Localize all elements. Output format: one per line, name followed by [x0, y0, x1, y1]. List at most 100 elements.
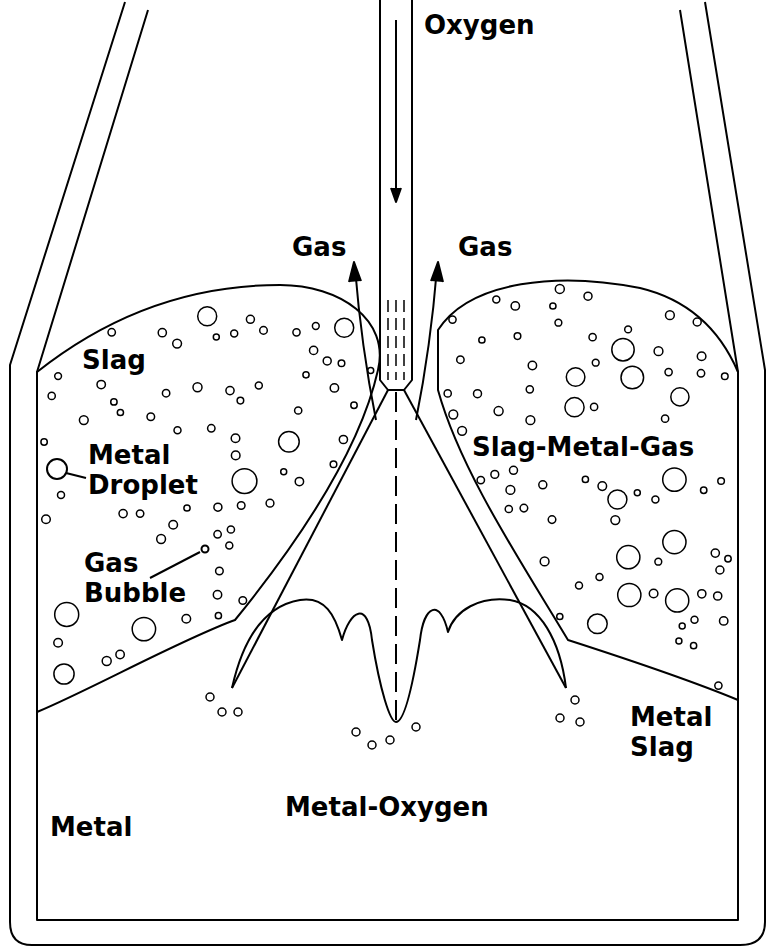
- gas-bubble: [227, 526, 234, 533]
- metal-droplet: [621, 366, 644, 389]
- gas-bubble: [147, 413, 155, 421]
- gas-bubble: [655, 558, 662, 565]
- gas-bubble: [457, 356, 464, 363]
- gas-bubble: [237, 397, 244, 404]
- gas-bubble: [158, 329, 166, 337]
- gas-bubble: [231, 451, 240, 460]
- metal-droplet: [612, 339, 634, 361]
- gas-bubble: [596, 574, 603, 581]
- vessel-outer: [10, 2, 765, 945]
- gas-bubble: [330, 461, 337, 468]
- interface-label: Metal Slag: [630, 702, 725, 762]
- gas-bubble: [697, 352, 706, 361]
- gas-bubble: [202, 546, 209, 553]
- metal-droplet: [55, 602, 79, 626]
- gas-bubble: [323, 357, 331, 365]
- gas-bubble: [722, 373, 729, 380]
- gas-bubble: [474, 390, 482, 398]
- gas-bubble: [117, 409, 123, 415]
- gas-bubble: [494, 407, 503, 416]
- gas-bubble: [266, 499, 274, 507]
- metal-droplet: [663, 531, 686, 554]
- callout-label: Gas Bubble: [84, 548, 184, 608]
- gas-bubble: [582, 476, 588, 482]
- gas-bubble: [182, 614, 191, 623]
- metal-droplet: [279, 432, 300, 453]
- jet-cavity: [232, 599, 566, 722]
- gas-bubble: [449, 316, 456, 323]
- gas-bubble: [351, 402, 357, 408]
- gas-bubble: [718, 478, 725, 485]
- gas-bubble: [231, 330, 238, 337]
- gas-bubble: [548, 516, 556, 524]
- gas-bubble: [42, 515, 51, 524]
- gas-bubbles: [206, 693, 584, 749]
- metal-droplet: [54, 664, 74, 684]
- gas-bubble: [193, 383, 202, 392]
- gas-bubble: [312, 323, 319, 330]
- gas-bubble: [491, 471, 499, 479]
- slag-region-right: [438, 281, 738, 700]
- gas-bubble: [226, 387, 234, 395]
- metal-droplet: [617, 546, 640, 569]
- slag-region-left: [37, 285, 380, 712]
- gas-bubble: [697, 370, 704, 377]
- metal-droplet: [565, 398, 584, 417]
- gas-bubble: [111, 399, 117, 405]
- gas-bubble: [652, 496, 659, 503]
- gas-bubble: [589, 334, 596, 341]
- gas-bubble: [215, 613, 221, 619]
- gas-bubble: [281, 469, 287, 475]
- metal-droplet: [132, 617, 155, 640]
- gas-bubble: [676, 638, 682, 644]
- metal-droplet: [671, 388, 689, 406]
- metal-droplet: [666, 589, 689, 612]
- gas-bubble: [458, 426, 467, 435]
- gas-bubble: [226, 542, 233, 549]
- gas-bubble: [510, 466, 518, 474]
- gas-bubble: [41, 439, 47, 445]
- gas-bubble: [714, 592, 722, 600]
- gas-bubble: [477, 476, 484, 483]
- gas-bubble: [214, 531, 221, 538]
- gas-bubble: [368, 368, 374, 374]
- metal-droplet: [608, 490, 627, 509]
- gas-bubble: [555, 284, 564, 293]
- gas-bubble: [514, 333, 521, 340]
- gas-bubble: [634, 490, 640, 496]
- region-label: Metal-Oxygen: [285, 792, 489, 822]
- gas-bubble: [493, 296, 500, 303]
- gas-bubble: [255, 382, 262, 389]
- region-label: Metal: [50, 812, 132, 842]
- gas-bubble: [174, 427, 181, 434]
- gas-bubble: [216, 567, 224, 575]
- gas-bubble: [576, 582, 583, 589]
- gas-bubble: [691, 643, 697, 649]
- gas-bubble: [625, 326, 632, 333]
- gas-bubble: [330, 384, 338, 392]
- gas-bubble: [592, 359, 599, 366]
- jet-line: [232, 390, 388, 688]
- gas-bubble: [246, 315, 254, 323]
- gas-bubble: [136, 510, 143, 517]
- metal-droplet: [566, 368, 585, 387]
- gas-bubble: [339, 435, 347, 443]
- vessel-inner: [37, 10, 738, 920]
- metal-droplet: [198, 307, 217, 326]
- gas-bubble: [116, 650, 124, 658]
- gas-bubble: [528, 361, 536, 369]
- gas-bubble: [526, 416, 535, 425]
- gas-bubble: [58, 492, 65, 499]
- lance-dashes: [388, 300, 404, 380]
- gas-bubble: [108, 329, 115, 336]
- gas-bubble: [102, 657, 111, 666]
- leader-line: [66, 473, 86, 478]
- gas-bubble: [711, 549, 719, 557]
- gas-bubble: [539, 481, 547, 489]
- gas-bubble: [526, 386, 533, 393]
- gas-bubble: [598, 482, 607, 491]
- gas-bubble: [540, 557, 549, 566]
- gas-bubble: [506, 486, 515, 495]
- gas-bubble: [173, 339, 182, 348]
- gas-bubble: [679, 623, 685, 629]
